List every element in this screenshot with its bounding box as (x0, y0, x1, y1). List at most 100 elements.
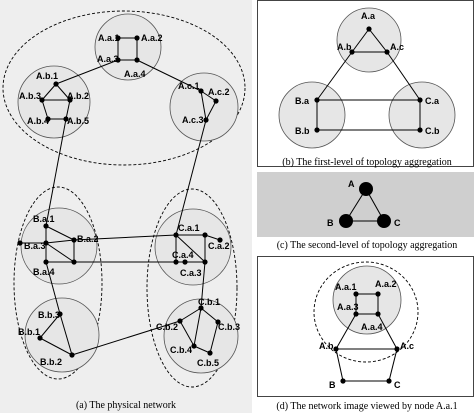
svg-text:C.a.2: C.a.2 (208, 241, 230, 251)
svg-text:A.a.3: A.a.3 (97, 54, 119, 64)
node-A-a-1: A.a.1 (98, 33, 121, 43)
svg-text:A.a.1: A.a.1 (98, 33, 120, 43)
cluster-A-a-view (332, 265, 402, 335)
node-A-b-5: A.b.5 (63, 116, 89, 126)
svg-text:A.c.1: A.c.1 (178, 81, 200, 91)
node-B-edge-stub (17, 240, 23, 246)
node-C-a: C.a (417, 96, 440, 106)
caption-c: (c) The second-level of topology aggrega… (277, 240, 458, 251)
node-A-b-3: A.b.3 (19, 91, 45, 103)
first-level-edges (316, 28, 421, 131)
svg-text:B: B (327, 218, 334, 228)
node-B-b-3: B.b.3 (38, 310, 63, 320)
node-C-b-4: C.b.4 (170, 343, 197, 355)
group-B (13, 186, 103, 380)
node-A-c: A.c (384, 42, 404, 55)
svg-text:C.a.3: C.a.3 (180, 268, 202, 278)
svg-text:C.b.4: C.b.4 (170, 345, 192, 355)
physical-edges (20, 37, 221, 356)
view-node-C: C (386, 378, 401, 390)
view-node-A-b: A.b (319, 341, 339, 352)
svg-text:C.a.4: C.a.4 (172, 250, 194, 260)
view-node-A-c: A.c (394, 341, 414, 352)
svg-text:B.a.3: B.a.3 (24, 241, 46, 251)
svg-text:A.a.3: A.a.3 (337, 302, 359, 312)
cluster-C-b (163, 298, 239, 374)
view-edges (335, 293, 398, 382)
svg-text:A.a: A.a (361, 11, 376, 21)
cluster-A-b (17, 65, 91, 139)
svg-text:B.b.2: B.b.2 (40, 357, 62, 367)
svg-text:B.b: B.b (295, 126, 310, 136)
node-C-a-3: C.a.3 (180, 259, 202, 278)
svg-text:A.b.4: A.b.4 (27, 116, 49, 126)
node-A-a-3: A.a.3 (97, 54, 121, 64)
node-A-a: A.a (361, 11, 376, 32)
node-C-b-3: C.b.3 (215, 319, 240, 332)
node-B-a-4: B.a.4 (33, 259, 55, 277)
svg-text:C.b.3: C.b.3 (218, 322, 240, 332)
svg-text:A.b: A.b (337, 42, 352, 52)
panel-network-image: A.a.1 A.a.2 A.a.3 A.a.4 A.b A.c B C (d) … (257, 256, 474, 413)
caption-b-wrap: (b) The first-level of topology aggregat… (282, 157, 452, 168)
node-A: A (348, 179, 373, 196)
svg-text:C.b.5: C.b.5 (197, 358, 219, 368)
node-C-b-2: C.b.2 (156, 318, 183, 332)
view-node-A-a-2: A.a.2 (375, 279, 397, 297)
svg-text:A.b.2: A.b.2 (67, 91, 89, 101)
node-B-b-2: B.b.2 (40, 352, 75, 367)
node-A-c-3: A.c.3 (182, 115, 209, 125)
node-A-a-2: A.a.2 (134, 33, 163, 43)
node-A-b-4: A.b.4 (27, 116, 51, 126)
node-B-b: B.b (295, 126, 320, 136)
caption-a: (a) The physical network (76, 400, 176, 411)
view-node-B: B (329, 378, 346, 390)
svg-text:A.b.1: A.b.1 (36, 71, 58, 81)
node-C-a-corner (202, 232, 208, 238)
svg-text:C: C (394, 218, 401, 228)
svg-text:A.a.4: A.a.4 (124, 69, 146, 79)
svg-text:A.b: A.b (319, 341, 334, 351)
node-A-a-4: A.a.4 (124, 57, 146, 79)
network-image-diagram: A.a.1 A.a.2 A.a.3 A.a.4 A.b A.c B C (d) … (257, 256, 474, 412)
node-B-a-1: B.a.1 (33, 214, 55, 229)
svg-text:B.a: B.a (295, 96, 310, 106)
node-C-a-4: C.a.4 (172, 250, 194, 265)
caption-d: (d) The network image viewed by node A.a… (276, 401, 457, 412)
node-C-a-1: C.a.1 (173, 223, 200, 238)
panel-second-level: A B C (c) The second-level of topology a… (257, 172, 474, 252)
cluster-B-b (24, 297, 100, 373)
svg-text:B.b.1: B.b.1 (18, 327, 40, 337)
caption-b: (b) The first-level of topology aggregat… (282, 157, 452, 168)
node-C-b: C.b (417, 126, 440, 136)
node-C-b-5: C.b.5 (197, 350, 219, 368)
svg-text:B.a.1: B.a.1 (33, 214, 55, 224)
svg-text:A.a.2: A.a.2 (375, 279, 397, 289)
svg-text:B.a.2: B.a.2 (77, 234, 99, 244)
svg-text:C: C (394, 380, 401, 390)
svg-text:A.c.3: A.c.3 (182, 115, 204, 125)
cluster-C-a (154, 208, 232, 286)
svg-text:A.b.3: A.b.3 (19, 91, 41, 101)
svg-text:C.a: C.a (425, 96, 440, 106)
physical-network-diagram: A.a.1 A.a.2 A.a.3 A.a.4 A.b.1 A.b.2 A.b.… (0, 0, 252, 413)
node-C-a-2: C.a.2 (202, 241, 230, 265)
svg-text:A.c: A.c (390, 42, 404, 52)
panel-first-level: A.a A.b A.c B.a B.b C.a C.b (257, 0, 474, 167)
svg-text:C.b.1: C.b.1 (198, 297, 220, 307)
node-B-a-right (71, 259, 77, 265)
cluster-B-a (20, 207, 98, 285)
svg-text:B: B (329, 380, 336, 390)
view-node-A-a-1: A.a.1 (335, 282, 359, 297)
first-level-diagram: A.a A.b A.c B.a B.b C.a C.b (257, 0, 474, 167)
node-A-b-2: A.b.2 (67, 91, 89, 103)
svg-text:A.c.2: A.c.2 (208, 87, 230, 97)
svg-text:C.b.2: C.b.2 (156, 322, 178, 332)
node-A-c-1: A.c.1 (178, 81, 204, 94)
cluster-C (388, 81, 456, 149)
cluster-A (336, 7, 402, 73)
node-A-c-2: A.c.2 (208, 87, 230, 104)
svg-text:A.c: A.c (400, 341, 414, 351)
node-B-a-2: B.a.2 (71, 234, 99, 244)
node-B-a: B.a (295, 96, 320, 106)
